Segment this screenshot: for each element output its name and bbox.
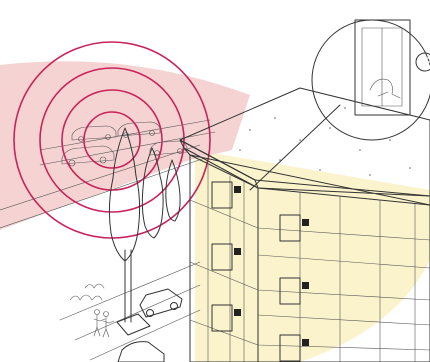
vent-icon	[234, 309, 241, 316]
parked-car	[140, 289, 182, 317]
vent-icon	[302, 339, 309, 346]
vent-icon	[302, 219, 309, 226]
tree-pit	[117, 314, 150, 335]
callout-person	[370, 79, 400, 98]
vent-icon	[234, 186, 241, 193]
parked-car	[118, 342, 164, 362]
pedestrians	[94, 310, 114, 338]
magnifier-callout	[312, 20, 430, 140]
vent-icon	[302, 282, 309, 289]
vent-icon	[416, 53, 430, 71]
ground	[60, 262, 200, 360]
vent-icon	[234, 248, 241, 255]
callout-circle	[312, 20, 430, 140]
